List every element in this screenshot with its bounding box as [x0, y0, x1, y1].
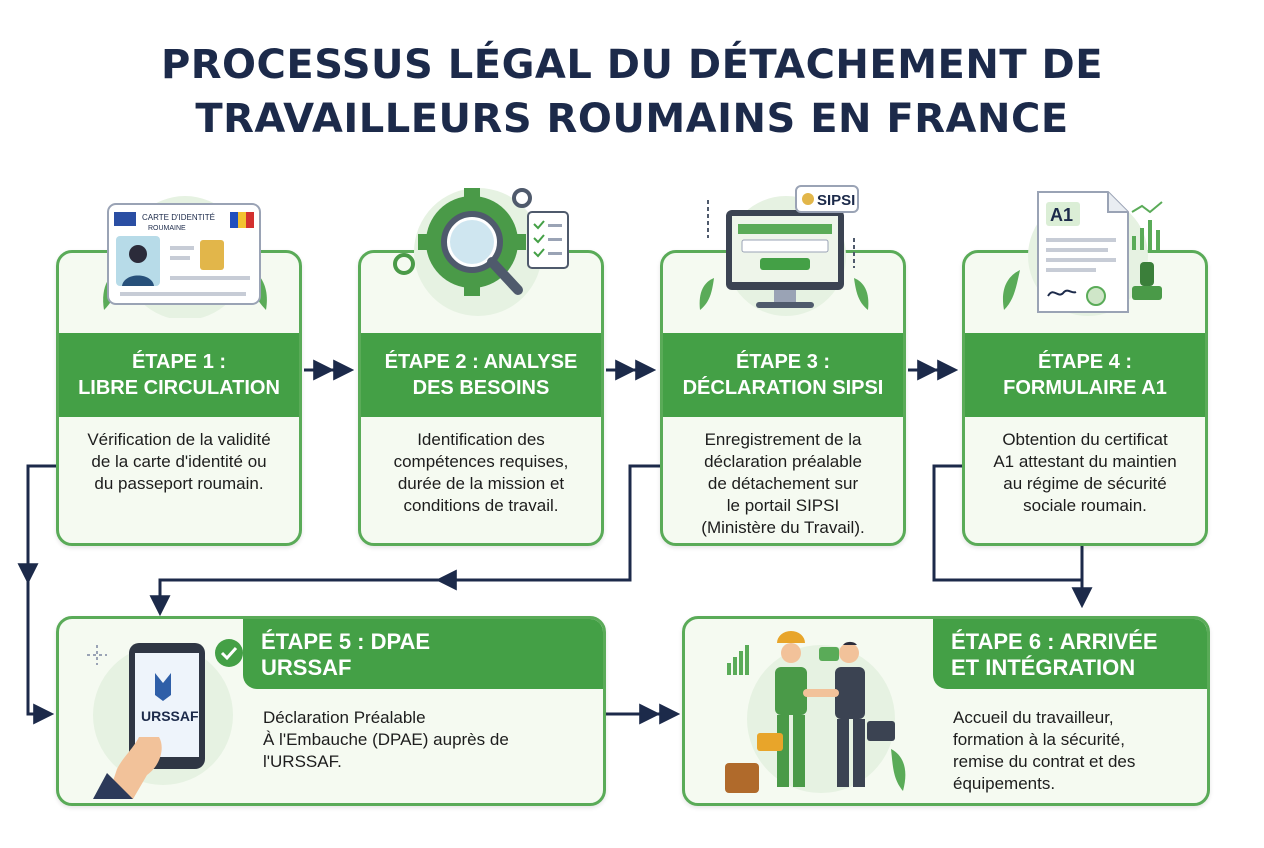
step-3-description: Enregistrement de la déclaration préalab… — [673, 429, 893, 539]
step-5-heading-line-1: ÉTAPE 5 : DPAE — [261, 629, 431, 654]
step-5-desc-line: À l'Embauche (DPAE) auprès de — [263, 730, 509, 749]
computer-sipsi-icon: SIPSI — [699, 185, 869, 316]
step-1-heading-line-2: LIBRE CIRCULATION — [78, 377, 280, 399]
step-1-desc-line: de la carte d'identité ou — [91, 452, 267, 471]
sipsi-badge-text: SIPSI — [817, 192, 855, 209]
step-1-heading-line-1: ÉTAPE 1 : — [131, 351, 227, 373]
step-5-description: Déclaration Préalable À l'Embauche (DPAE… — [263, 707, 593, 773]
step-6-desc-line: Accueil du travailleur, — [953, 708, 1114, 727]
step-3-desc-line: de détachement sur — [707, 474, 859, 493]
step-4-desc-line: au régime de sécurité — [1003, 474, 1167, 493]
step-3-desc-line: Enregistrement de la — [704, 430, 862, 449]
step-5-heading: ÉTAPE 5 : DPAE URSSAF — [243, 619, 603, 689]
step-4-desc-line: sociale roumain. — [1023, 496, 1147, 515]
step-2-heading-line-2: DES BESOINS — [412, 377, 550, 399]
step-4-heading: ÉTAPE 4 : FORMULAIRE A1 — [965, 333, 1205, 417]
step-5-desc-line: l'URSSAF. — [263, 752, 342, 771]
step-4-heading-line-2: FORMULAIRE A1 — [1003, 377, 1167, 399]
step-2-desc-line: durée de la mission et — [397, 474, 565, 493]
step-2-desc-line: compétences requises, — [393, 452, 569, 471]
step-2-desc-line: conditions de travail. — [403, 496, 559, 515]
urssaf-app-text: URSSAF — [141, 708, 199, 724]
step-6-desc-line: équipements. — [953, 774, 1056, 793]
arrow-1-5 — [17, 464, 58, 585]
step-2-description: Identification des compétences requises,… — [371, 429, 591, 517]
step-6-description: Accueil du travailleur, formation à la s… — [953, 707, 1197, 795]
smartphone-icon: URSSAF — [87, 639, 243, 799]
step-6-desc-line: formation à la sécurité, — [953, 730, 1125, 749]
step-1-description: Vérification de la validité de la carte … — [69, 429, 289, 495]
step-5-desc-line: Déclaration Préalable — [263, 708, 426, 727]
step-4-heading-line-1: ÉTAPE 4 : — [1037, 351, 1133, 373]
a1-document-icon: A1 — [1002, 191, 1163, 316]
step-3-desc-line: (Ministère du Travail). — [701, 518, 865, 537]
handshake-icon — [725, 631, 906, 793]
step-1-desc-line: du passeport roumain. — [94, 474, 264, 493]
step-6-card: ÉTAPE 6 : ARRIVÉE ET INTÉGRATION Accueil… — [682, 616, 1210, 806]
step-3-heading-line-2: DÉCLARATION SIPSI — [682, 377, 884, 399]
step-1-desc-line: Vérification de la validité — [87, 430, 271, 449]
step-4-description: Obtention du certificat A1 attestant du … — [975, 429, 1195, 517]
title-line-1: PROCESSUS LÉGAL DU DÉTACHEMENT DE — [160, 42, 1104, 88]
step-2-heading-line-1: ÉTAPE 2 : ANALYSE — [384, 351, 578, 373]
step-2-heading: ÉTAPE 2 : ANALYSE DES BESOINS — [361, 333, 601, 417]
step-1-heading: ÉTAPE 1 : LIBRE CIRCULATION — [59, 333, 299, 417]
step-3-desc-line: le portail SIPSI — [726, 496, 840, 515]
step-6-heading-line-1: ÉTAPE 6 : ARRIVÉE — [951, 629, 1158, 654]
step-6-desc-line: remise du contrat et des — [953, 752, 1136, 771]
step-6-heading-line-2: ET INTÉGRATION — [951, 655, 1136, 680]
step-3-heading-line-1: ÉTAPE 3 : — [735, 351, 831, 373]
a1-doc-text: A1 — [1050, 205, 1073, 225]
step-5-heading-line-2: URSSAF — [261, 655, 352, 680]
step-6-heading: ÉTAPE 6 : ARRIVÉE ET INTÉGRATION — [933, 619, 1207, 689]
step-3-desc-line: déclaration préalable — [704, 452, 862, 471]
id-card-text-2: ROUMAINE — [148, 225, 186, 232]
step-4-desc-line: Obtention du certificat — [1002, 430, 1168, 449]
step-2-desc-line: Identification des — [417, 430, 545, 449]
arrow-4-6 — [932, 464, 1082, 582]
step-4-desc-line: A1 attestant du maintien — [993, 452, 1177, 471]
id-card-icon: CARTE D'IDENTITÉ ROUMAINE — [103, 196, 267, 318]
page-title: PROCESSUS LÉGAL DU DÉTACHEMENT DE TRAVAI… — [0, 38, 1264, 146]
step-5-card: URSSAF ÉTAPE 5 : DPAE URSSAF Déclaration… — [56, 616, 606, 806]
gear-magnifier-icon — [393, 188, 569, 316]
step-3-heading: ÉTAPE 3 : DÉCLARATION SIPSI — [663, 333, 903, 417]
title-line-2: TRAVAILLEURS ROUMAINS EN FRANCE — [195, 96, 1069, 142]
id-card-text-1: CARTE D'IDENTITÉ — [142, 213, 215, 222]
